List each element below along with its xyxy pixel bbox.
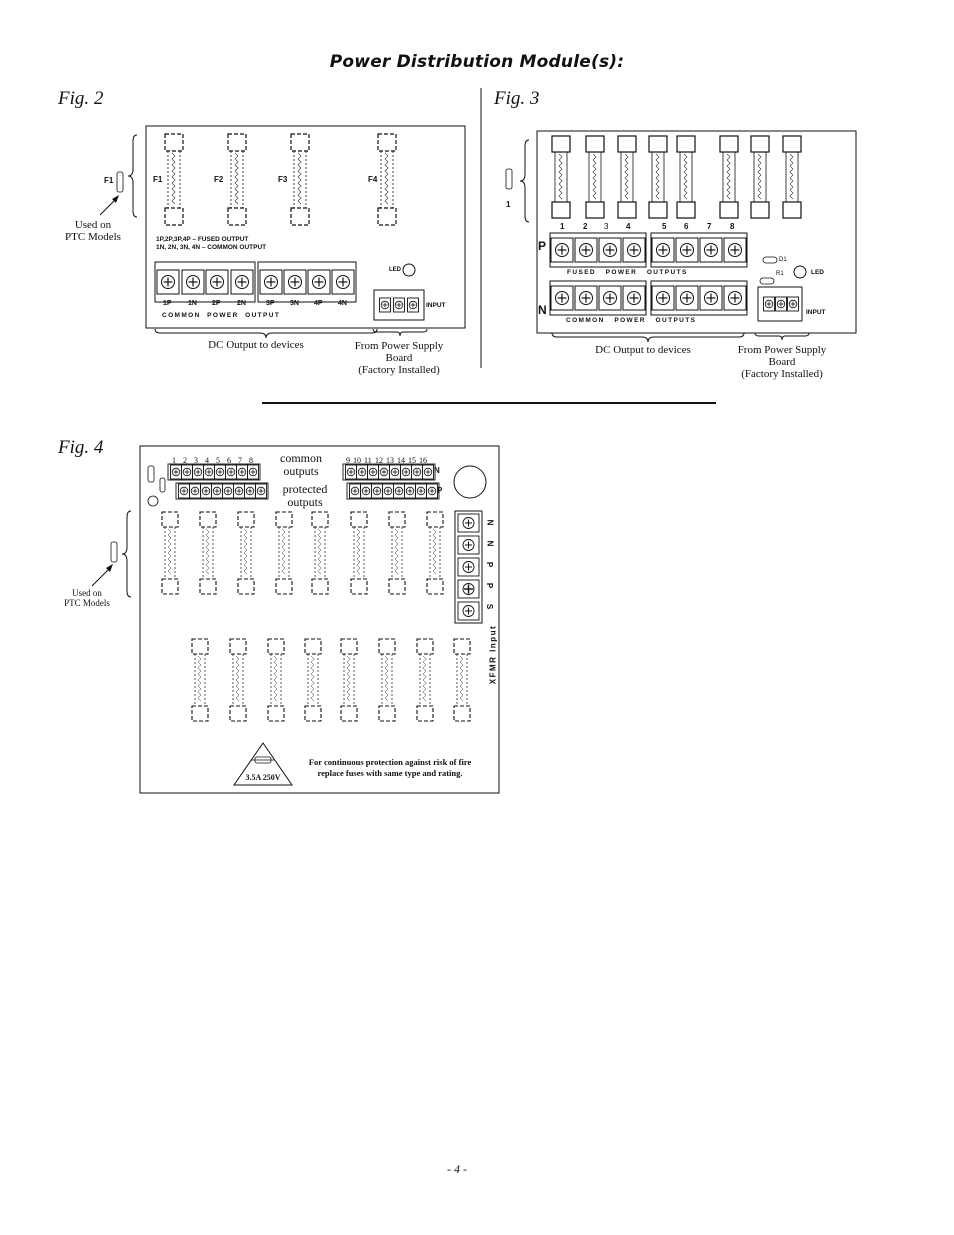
fig3-from-psb-3: (Factory Installed) bbox=[741, 368, 823, 380]
fig3-r1-label: R1 bbox=[776, 271, 784, 277]
fig2-common-power-output: COMMON POWER OUTPUT bbox=[162, 312, 281, 319]
fig4-label: Fig. 4 bbox=[58, 437, 104, 458]
fig4-num-4: 4 bbox=[205, 456, 209, 465]
fig2-dc-output: DC Output to devices bbox=[208, 339, 304, 351]
fig4-num-11: 11 bbox=[364, 456, 372, 465]
fig4-num-6: 6 bbox=[227, 456, 231, 465]
fig4-xfmr-p2: P bbox=[485, 582, 495, 589]
fig4-num-7: 7 bbox=[238, 456, 242, 465]
fig4-num-14: 14 bbox=[397, 456, 405, 465]
fig4-num-2: 2 bbox=[183, 456, 187, 465]
fig2-terminal-1n: 1N bbox=[188, 300, 197, 307]
fig2-from-psb-2: Board bbox=[385, 352, 413, 364]
fig2-legend-fused: 1P,2P,3P,4P – FUSED OUTPUT bbox=[156, 236, 249, 243]
fig3-num-7: 7 bbox=[707, 222, 712, 231]
fig3-num-3: 3 bbox=[604, 222, 609, 231]
fig2-label: Fig. 2 bbox=[58, 88, 104, 109]
fig4-common-label-2: outputs bbox=[283, 464, 319, 478]
fig4-xfmr-n1: N bbox=[485, 519, 495, 526]
fig4-xfmr-n2: N bbox=[485, 540, 495, 547]
fig4-warning-line-1: For continuous protection against risk o… bbox=[308, 757, 472, 767]
fig4-row-n: N bbox=[434, 466, 440, 475]
fig2-used-on: Used on bbox=[74, 219, 112, 231]
fig4-fuse-rating: 3.5A 250V bbox=[245, 773, 281, 782]
fig2-terminal-3p: 3P bbox=[266, 300, 275, 307]
fig3-label: Fig. 3 bbox=[494, 88, 540, 109]
fig4-num-15: 15 bbox=[408, 456, 416, 465]
fig4-num-8: 8 bbox=[249, 456, 253, 465]
fig3-num-1: 1 bbox=[560, 222, 565, 231]
fig2-terminal-1p: 1P bbox=[163, 300, 172, 307]
fig4-num-16: 16 bbox=[419, 456, 427, 465]
page-number: - 4 - bbox=[447, 1162, 467, 1176]
fig3-common-power-outputs: COMMON POWER OUTPUTS bbox=[566, 317, 697, 324]
fig2-input-label: INPUT bbox=[426, 302, 446, 309]
fig3-num-6: 6 bbox=[684, 222, 689, 231]
fig4-xfmr-s: S bbox=[485, 603, 495, 610]
fig4-protected-label-1: protected bbox=[282, 482, 328, 496]
fig2-legend-common: 1N, 2N, 3N, 4N – COMMON OUTPUT bbox=[156, 244, 267, 251]
fig2-terminal-2n: 2N bbox=[237, 300, 246, 307]
fig4-warning-line-2: replace fuses with same type and rating. bbox=[317, 768, 463, 778]
fig2-terminal-4n: 4N bbox=[338, 300, 347, 307]
fig3-from-psb-2: Board bbox=[768, 356, 796, 368]
fig2-fuse-label-2: F2 bbox=[214, 175, 224, 184]
fig2-from-psb-3: (Factory Installed) bbox=[358, 364, 440, 376]
fig3-led-label: LED bbox=[811, 269, 824, 276]
fig4-num-3: 3 bbox=[194, 456, 198, 465]
fig4-num-9: 9 bbox=[346, 456, 350, 465]
fig3-input-label: INPUT bbox=[806, 309, 826, 316]
fig3-num-8: 8 bbox=[730, 222, 735, 231]
fig4-protected-label-2: outputs bbox=[287, 495, 323, 509]
fig3-row-p: P bbox=[538, 239, 547, 253]
fig4-used-on: Used on bbox=[72, 588, 102, 598]
fig2-terminal-4p: 4P bbox=[314, 300, 323, 307]
page-title: Power Distribution Module(s): bbox=[329, 52, 625, 72]
fig4-board bbox=[91, 445, 500, 794]
fig3-from-psb-1: From Power Supply bbox=[737, 344, 827, 356]
fig2-led-label: LED bbox=[389, 267, 401, 273]
fig3-board bbox=[505, 130, 857, 343]
fig3-fused-power-outputs: FUSED POWER OUTPUTS bbox=[567, 269, 688, 276]
fig2-board bbox=[99, 125, 466, 339]
fig2-terminal-2p: 2P bbox=[212, 300, 221, 307]
fig4-xfmr-input-label: XFMR Input bbox=[488, 624, 498, 685]
fig2-side-fuse-label: F1 bbox=[104, 176, 114, 185]
fig4-row-p: P bbox=[437, 486, 443, 495]
fig2-fuse-label-4: F4 bbox=[368, 175, 378, 184]
fig4-num-13: 13 bbox=[386, 456, 394, 465]
fig2-from-psb-1: From Power Supply bbox=[354, 340, 444, 352]
fig3-d1-label: D1 bbox=[779, 257, 787, 263]
fig3-row-n: N bbox=[538, 303, 547, 317]
fig3-num-5: 5 bbox=[662, 222, 667, 231]
fig3-num-2: 2 bbox=[583, 222, 588, 231]
fig2-terminal-3n: 3N bbox=[290, 300, 299, 307]
fig3-dc-output: DC Output to devices bbox=[595, 344, 691, 356]
fig3-side-label: 1 bbox=[506, 200, 511, 209]
fig2-ptc-models: PTC Models bbox=[65, 231, 121, 243]
fig3-num-4: 4 bbox=[626, 222, 631, 231]
fig4-num-5: 5 bbox=[216, 456, 220, 465]
fig2-fuse-label-3: F3 bbox=[278, 175, 288, 184]
fig4-xfmr-p1: P bbox=[485, 561, 495, 568]
fig4-num-10: 10 bbox=[353, 456, 361, 465]
fig4-common-label-1: common bbox=[280, 451, 322, 465]
fig4-num-1: 1 bbox=[172, 456, 176, 465]
fig4-num-12: 12 bbox=[375, 456, 383, 465]
fig2-fuse-label-1: F1 bbox=[153, 175, 163, 184]
fig4-ptc-models: PTC Models bbox=[64, 598, 110, 608]
